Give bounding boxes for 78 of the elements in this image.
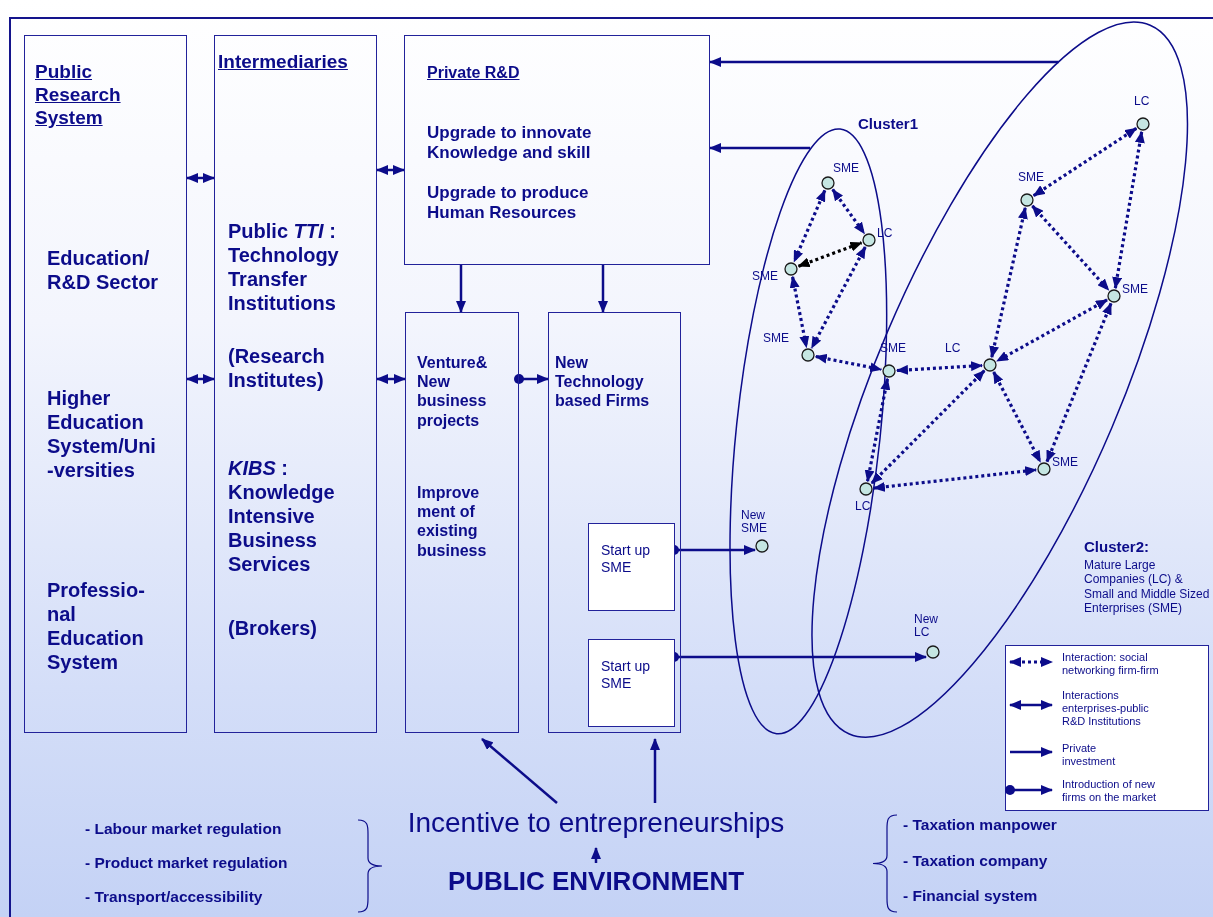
dotted-arrow	[992, 371, 1042, 463]
firm-label: SME	[1018, 171, 1044, 185]
sector-label: Professio- nal Education System	[47, 578, 146, 674]
dotted-arrow	[989, 206, 1028, 359]
firm-label: SME	[763, 332, 789, 346]
column-box	[24, 35, 187, 733]
cluster-description: Mature Large Companies (LC) & Small and Middle Sized Enterprises (SME)	[1084, 558, 1211, 616]
column-box	[405, 312, 519, 733]
dotted-arrow	[1045, 302, 1113, 463]
arrow	[598, 265, 608, 313]
firm-label: New SME	[741, 509, 768, 536]
intermediary-label: (Research Institutes)	[228, 344, 326, 392]
arrow	[514, 374, 549, 384]
legend-label: Private investment	[1062, 742, 1117, 769]
arrow	[709, 143, 811, 153]
incentive-label: Incentive to entrepreneurships	[406, 806, 786, 840]
environment-label: PUBLIC ENVIRONMENT	[446, 866, 746, 898]
legend-label: Interactions enterprises-public R&D Institutions	[1062, 689, 1150, 729]
column-box	[548, 312, 681, 733]
intermediary-label: Public TTI : Technology Transfer Institutions	[228, 219, 340, 315]
dotted-arrow	[1031, 204, 1110, 292]
bullet-item: - Taxation company	[903, 852, 1048, 871]
startup-box	[588, 523, 675, 611]
dotted-arrow	[1112, 130, 1145, 290]
column-box	[214, 35, 377, 733]
heading: Intermediaries	[218, 51, 349, 74]
dotted-arrow	[996, 298, 1108, 363]
body-text: Improve ment of existing business	[417, 483, 488, 560]
arrow	[650, 738, 660, 803]
bullet-item: - Product market regulation	[85, 854, 288, 873]
firm-label: SME	[1122, 283, 1148, 297]
firm-label: LC	[1134, 95, 1150, 109]
sector-label: Higher Education System/Uni -versities	[47, 386, 157, 482]
sector-label: Education/ R&D Sector	[47, 246, 159, 294]
startup-box	[588, 639, 675, 727]
dotted-arrow	[870, 369, 986, 485]
arrow	[186, 173, 215, 183]
heading: Private R&D	[427, 63, 521, 83]
dotted-arrow	[864, 377, 891, 483]
cluster-label: Cluster2:	[1084, 538, 1150, 556]
dotted-arrow	[810, 246, 867, 349]
bullet-item: - Transport/accessibility	[85, 888, 263, 907]
bullet-item: - Taxation manpower	[903, 816, 1057, 835]
dotted-arrow	[792, 189, 827, 263]
intermediary-label: (Brokers)	[228, 616, 318, 640]
legend-label: Introduction of new firms on the market	[1062, 778, 1158, 805]
firm-label: LC	[855, 500, 871, 514]
heading: Public Research System	[35, 61, 122, 130]
intermediary-label: KIBS : Knowledge Intensive Business Services	[228, 456, 336, 576]
body-text: Upgrade to innovate Knowledge and skill	[427, 123, 593, 164]
arrow	[591, 847, 601, 863]
dotted-arrow	[814, 353, 883, 373]
firm-label: LC	[945, 342, 961, 356]
dotted-arrow	[872, 466, 1038, 492]
arrow	[186, 374, 215, 384]
arrow	[481, 738, 558, 804]
arrow	[709, 57, 1059, 67]
arrow	[376, 165, 405, 175]
dotted-arrow	[896, 361, 983, 375]
bullet-item: - Labour market regulation	[85, 820, 282, 839]
firm-label: New LC	[914, 613, 939, 640]
bullet-item: - Financial system	[903, 887, 1038, 906]
firm-label: SME	[1052, 456, 1078, 470]
box-label: Start up SME	[601, 542, 652, 576]
dotted-arrow	[831, 188, 866, 235]
arrow	[456, 265, 466, 313]
dotted-arrow	[797, 241, 863, 268]
box-label: Start up SME	[601, 658, 652, 692]
body-text: Upgrade to produce Human Resources	[427, 183, 590, 224]
arrow	[376, 374, 406, 384]
firm-label: SME	[833, 162, 859, 176]
dotted-arrow	[789, 275, 810, 349]
body-text: Venture& New business projects	[417, 353, 489, 430]
dotted-arrow	[1032, 127, 1138, 197]
heading: New Technology based Firms	[555, 353, 651, 411]
cluster-label: Cluster1	[858, 115, 919, 133]
legend-label: Interaction: social networking firm-firm	[1062, 651, 1160, 678]
column-box	[404, 35, 710, 265]
